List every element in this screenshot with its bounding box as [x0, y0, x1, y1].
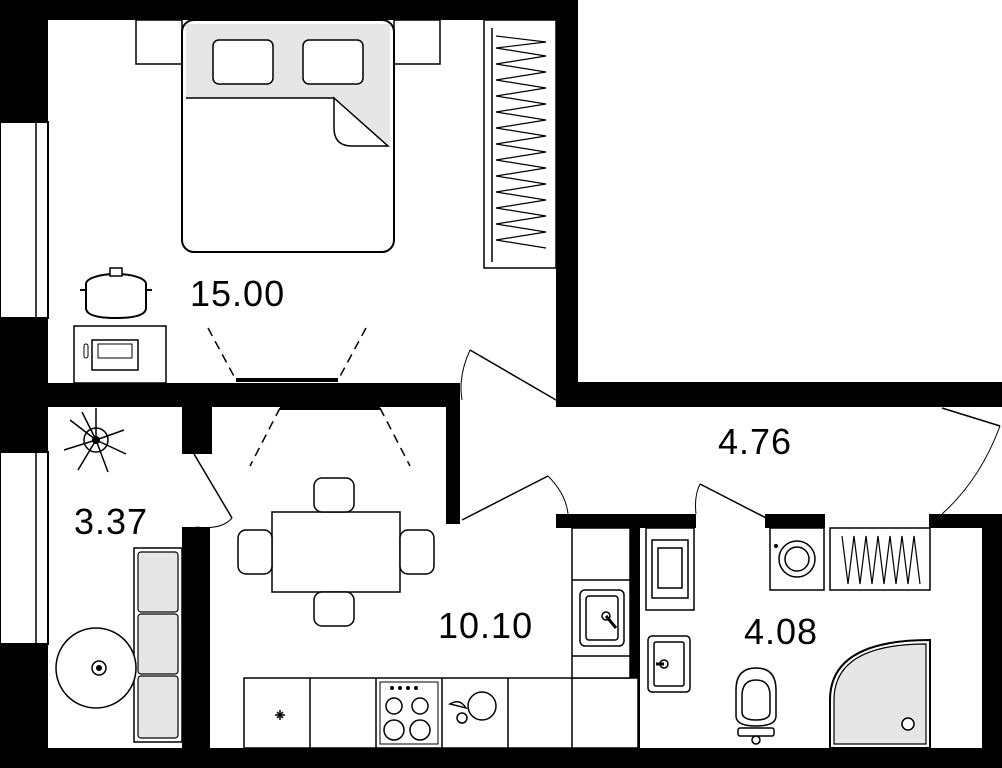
area-label-hallway: 4.76	[718, 421, 792, 462]
kitchen-door	[461, 475, 569, 521]
ceiling-lamp-bedroom	[207, 327, 367, 382]
round-table	[55, 627, 137, 709]
area-label-bedroom: 15.00	[190, 273, 285, 314]
towel-rack	[829, 527, 931, 591]
ceiling-lamp-kitchen	[249, 406, 411, 467]
flower-icon	[63, 408, 127, 473]
wardrobe	[483, 19, 557, 269]
stove-icon	[379, 681, 439, 745]
entry-door	[941, 407, 1001, 515]
bedroom-door	[460, 349, 557, 401]
windows	[0, 121, 49, 645]
area-label-bathroom: 4.08	[744, 611, 818, 652]
bathroom-sink	[647, 635, 691, 693]
bed	[135, 19, 441, 253]
fridge-icon	[275, 710, 285, 720]
sofa	[133, 547, 183, 743]
pot-icon	[80, 267, 152, 320]
dining-table	[237, 477, 435, 627]
oven-icon	[645, 527, 695, 611]
area-label-kitchen: 10.10	[438, 605, 533, 646]
fruit-icon	[448, 691, 497, 724]
bathroom-door	[695, 483, 771, 521]
desk	[73, 325, 167, 384]
sink-icon-kitchen	[579, 589, 625, 647]
washing-machine	[769, 527, 825, 591]
toilet	[735, 667, 777, 745]
shower	[829, 638, 931, 749]
area-label-closet: 3.37	[74, 501, 148, 542]
closet-door	[193, 453, 233, 529]
